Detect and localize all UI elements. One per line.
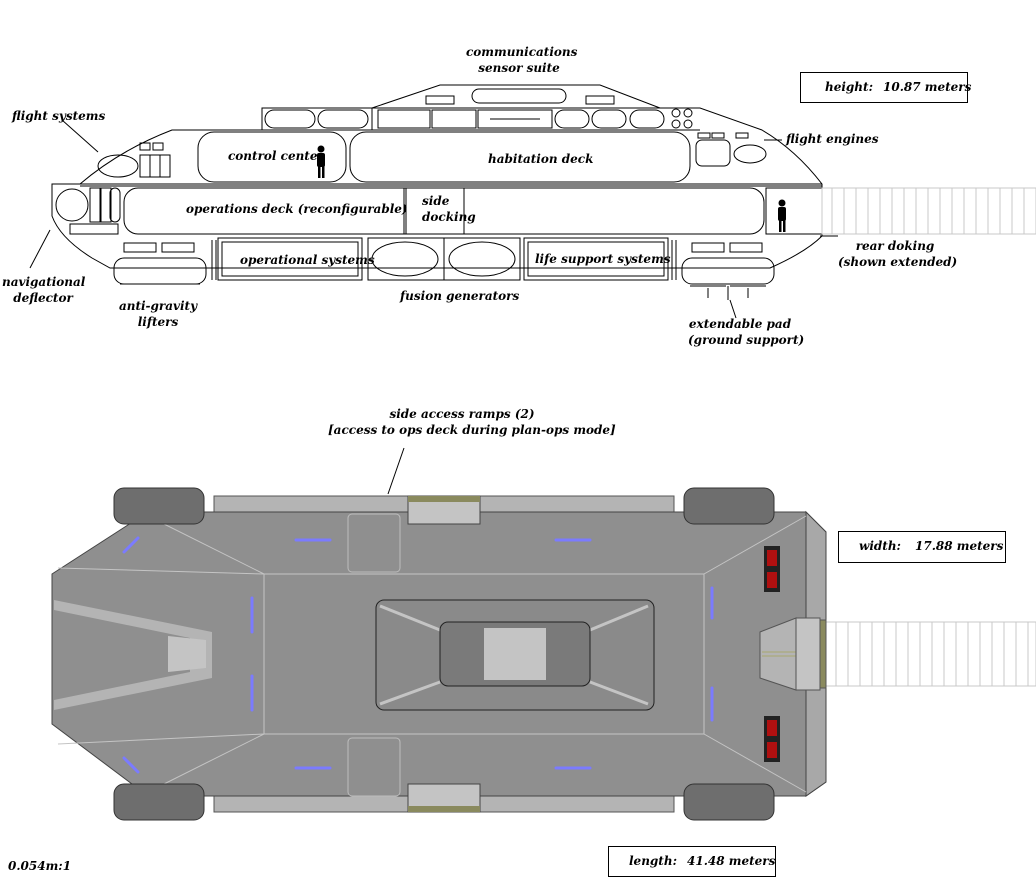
human-figure-scale-1 xyxy=(317,145,325,178)
fusion-generator-1 xyxy=(371,241,439,277)
lifter-pod-rear-bottom xyxy=(683,783,775,821)
label-flight-systems: flight systems xyxy=(12,109,106,123)
label-side-ramps: side access ramps (2) [access to ops dec… xyxy=(328,407,616,437)
side-ramp-door-top xyxy=(407,495,481,525)
label-anti-gravity: anti-gravity lifters xyxy=(118,299,198,329)
label-flight-engines: flight engines xyxy=(786,132,879,146)
rear-docking-bellows-top xyxy=(825,621,1036,687)
navigational-deflector-dish xyxy=(55,188,89,222)
width-value: 17.88 meters xyxy=(915,539,1004,553)
label-operations-deck: operations deck (reconfigurable) xyxy=(186,202,408,216)
label-habitation-deck: habitation deck xyxy=(488,152,594,166)
life-support-bay xyxy=(523,237,669,281)
rear-red-lights xyxy=(764,546,780,762)
height-label: height: xyxy=(825,80,874,94)
label-comm-sensor: communications sensor suite xyxy=(466,45,578,75)
width-dimension-box: width: 17.88 meters xyxy=(838,531,1006,563)
lifter-pod-front-bottom xyxy=(113,783,205,821)
label-extendable-pad: extendable pad (ground support) xyxy=(688,317,805,347)
control-center-room xyxy=(197,131,347,183)
height-dimension-box: height: 10.87 meters xyxy=(800,72,972,103)
length-dimension-box: length: 41.48 meters xyxy=(608,846,776,877)
fusion-generator-2 xyxy=(448,241,516,277)
habitation-deck-room xyxy=(349,131,691,183)
side-ramp-door-bottom xyxy=(407,783,481,813)
anti-gravity-lifter-rear xyxy=(681,257,775,285)
label-life-support: life support systems xyxy=(535,252,671,266)
length-label: length: xyxy=(629,854,678,868)
sensor-suite-dome xyxy=(371,84,661,109)
hull-outline xyxy=(51,107,823,269)
blue-marker-lights xyxy=(122,536,714,774)
rear-docking-bellows-side xyxy=(821,187,1036,235)
label-fusion-generators: fusion generators xyxy=(400,289,520,303)
sensor-pod xyxy=(471,88,567,104)
label-nav-deflector: navigational deflector xyxy=(2,275,86,305)
height-value: 10.87 meters xyxy=(883,80,972,94)
lifter-pod-rear-top xyxy=(683,487,775,525)
lifter-pod-front-top xyxy=(113,487,205,525)
length-value: 41.48 meters xyxy=(687,854,776,868)
width-label: width: xyxy=(859,539,901,553)
label-side-docking: side docking xyxy=(422,194,476,224)
scale-label: 0.054m:1 xyxy=(8,859,72,873)
label-operational-systems: operational systems xyxy=(240,253,375,267)
label-control-center: control center xyxy=(228,149,324,163)
label-rear-docking: rear doking (shown extended) xyxy=(838,239,958,269)
operational-systems-bay xyxy=(217,237,363,281)
human-figure-scale-2 xyxy=(778,199,786,232)
